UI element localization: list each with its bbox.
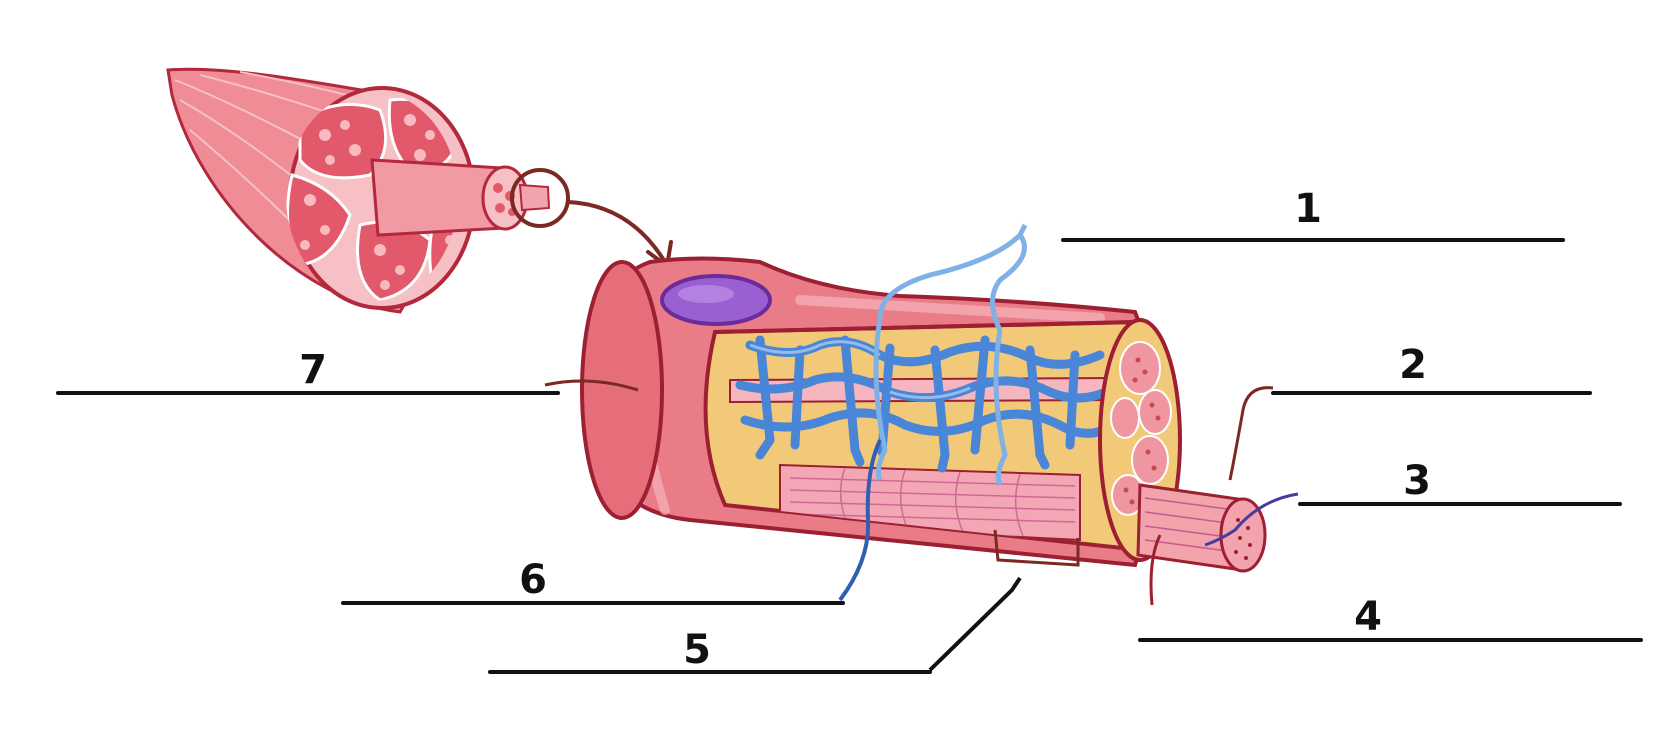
leader-lines [544,379,1299,672]
label-3: 3 [1403,458,1431,504]
label-2: 2 [1399,342,1427,388]
answer-lines [56,238,1643,674]
label-6: 6 [519,557,547,603]
label-7: 7 [299,347,327,393]
zoom-circle [510,168,570,228]
t-tubules [873,317,1008,487]
enlarged-muscle-fiber [580,223,1267,573]
label-5: 5 [683,627,711,673]
whole-muscle-illustration [166,67,673,314]
fiber-left-end [580,260,664,520]
sarcomere-bracket [993,529,1080,567]
zoom-arrow [567,200,667,264]
myofibril-end [1219,497,1267,573]
label-1: 1 [1294,186,1322,232]
label-4: 4 [1354,594,1382,640]
motor-neuron [877,231,1027,332]
number-labels: 1 2 3 4 5 6 7 [299,186,1431,673]
